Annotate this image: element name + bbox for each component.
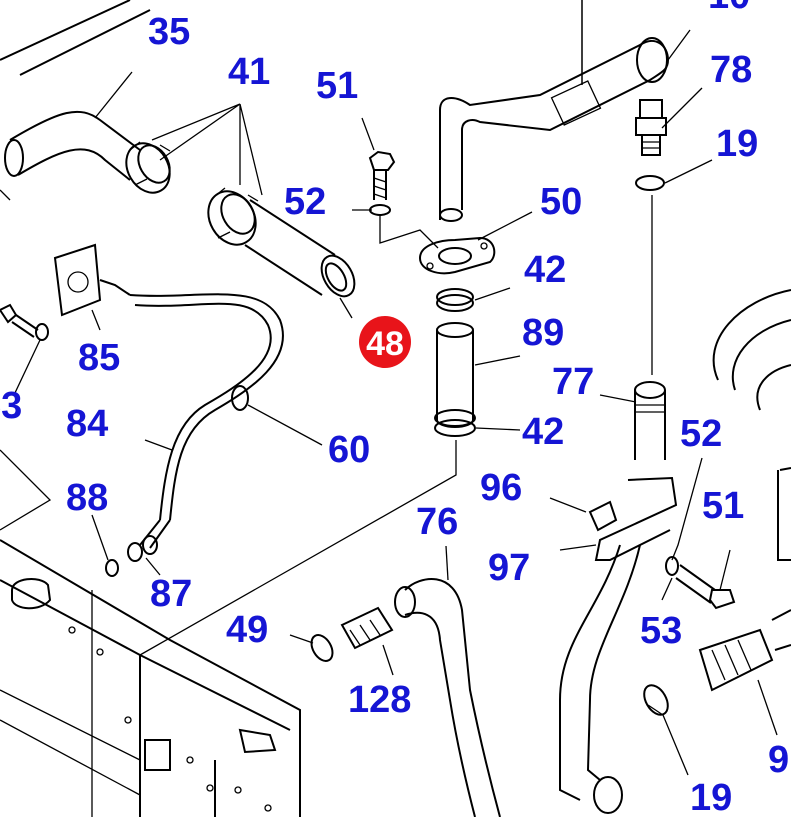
pipe-77-assembly bbox=[559, 195, 678, 814]
label-88[interactable]: 88 bbox=[66, 477, 108, 519]
clip-60 bbox=[231, 385, 249, 411]
highlight-badge-48[interactable]: 48 bbox=[359, 316, 411, 368]
label-78[interactable]: 78 bbox=[710, 49, 752, 91]
label-48[interactable]: 48 bbox=[366, 325, 404, 363]
label-52-right[interactable]: 52 bbox=[680, 413, 722, 455]
label-50[interactable]: 50 bbox=[540, 181, 582, 223]
hose-76-drawing bbox=[394, 578, 501, 817]
label-128[interactable]: 128 bbox=[348, 679, 411, 721]
label-60[interactable]: 60 bbox=[328, 429, 370, 471]
o-ring-19-top bbox=[635, 175, 665, 191]
label-35[interactable]: 35 bbox=[148, 11, 190, 53]
radiator-tank bbox=[0, 449, 301, 817]
label-41[interactable]: 41 bbox=[228, 51, 270, 93]
flange-50 bbox=[418, 236, 496, 275]
plug-87 bbox=[127, 535, 158, 562]
leader-lines bbox=[13, 0, 778, 817]
clamp-41-b bbox=[207, 187, 259, 246]
hose-35-drawing bbox=[0, 0, 151, 201]
bolt-51-top bbox=[368, 150, 396, 216]
o-ring-49 bbox=[310, 634, 334, 662]
label-51-right[interactable]: 51 bbox=[702, 485, 744, 527]
sensor-85 bbox=[53, 243, 131, 317]
bolt-53-left bbox=[0, 303, 49, 341]
harness-84 bbox=[129, 293, 284, 549]
label-9-partial[interactable]: 9 bbox=[768, 739, 789, 781]
label-53-left[interactable]: 53 bbox=[0, 385, 22, 427]
label-19-bottom[interactable]: 19 bbox=[690, 777, 732, 817]
label-87[interactable]: 87 bbox=[150, 573, 192, 615]
label-96[interactable]: 96 bbox=[480, 467, 522, 509]
label-51-top[interactable]: 51 bbox=[316, 65, 358, 107]
hose-48-drawing bbox=[244, 199, 356, 298]
label-76[interactable]: 76 bbox=[416, 501, 458, 543]
label-49[interactable]: 49 bbox=[226, 609, 268, 651]
label-52-top[interactable]: 52 bbox=[284, 181, 326, 223]
label-53-right[interactable]: 53 bbox=[640, 610, 682, 652]
clamp-41-a bbox=[125, 141, 171, 194]
label-84[interactable]: 84 bbox=[66, 403, 108, 445]
right-edge-parts bbox=[712, 289, 791, 561]
bolt-51-right bbox=[665, 556, 736, 610]
gasket-88 bbox=[105, 559, 119, 577]
label-97[interactable]: 97 bbox=[488, 547, 530, 589]
highlight-circle bbox=[359, 316, 411, 368]
clamp-42-top bbox=[436, 288, 474, 312]
fitting-128 bbox=[340, 606, 394, 650]
label-42-top[interactable]: 42 bbox=[524, 249, 566, 291]
fitting-right-bottom bbox=[643, 609, 791, 716]
label-19-top[interactable]: 19 bbox=[716, 123, 758, 165]
fitting-78 bbox=[635, 99, 667, 156]
clamp-42-bottom bbox=[434, 409, 476, 437]
label-85[interactable]: 85 bbox=[78, 337, 120, 379]
label-10-partial[interactable]: 10 bbox=[708, 0, 750, 17]
label-89[interactable]: 89 bbox=[522, 312, 564, 354]
label-77[interactable]: 77 bbox=[552, 361, 594, 403]
label-42-bottom[interactable]: 42 bbox=[522, 411, 564, 453]
